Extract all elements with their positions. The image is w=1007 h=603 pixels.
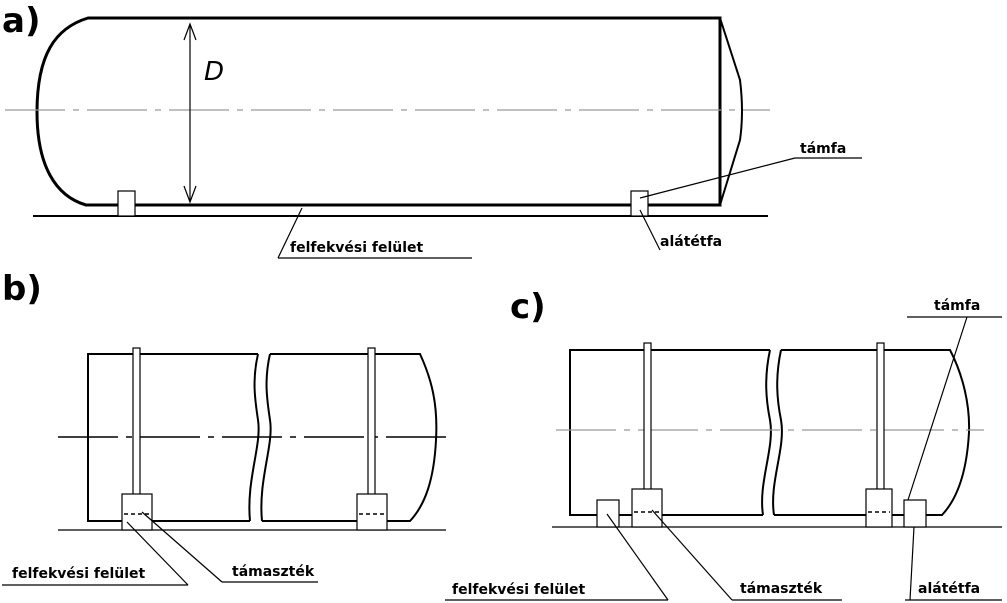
panel-a-support-block-left [117,190,136,217]
panel-b-break-left [248,353,260,522]
panel-c-leader-tamaszek [651,509,733,601]
panel-a-leader-tamfa [639,157,796,199]
panel-a-dimension-arrow-top [183,22,197,41]
panel-a-letter: a) [2,1,40,41]
panel-c-label-tamfa: támfa [934,298,980,314]
panel-a-tank-outline [35,16,722,207]
panel-b-tank-right-segment [262,353,438,522]
panel-b-break-right [260,353,272,522]
panel-a-label-felfekvesi: felfekvési felület [290,240,424,256]
panel-a-leader-felfekvesi [277,207,303,259]
panel-c-wedge-left [596,499,620,528]
panel-c-leader-felfekvesi [606,513,669,601]
panel-a-tank-end-cap [719,17,743,206]
panel-c-support-post-left [643,342,652,494]
panel-b-label-tamaszek: támaszték [232,564,315,580]
panel-b-letter: b) [2,269,42,309]
panel-a-dimension-label: D [204,57,224,87]
panel-b-saddle-left [121,493,153,531]
panel-a-label-alatetfa: alátétfa [660,234,722,250]
panel-c-leader-tamfa [907,316,968,501]
panel-c-tank-right-segment [774,349,971,516]
panel-b: b) felfekvési felület támaszték [2,269,450,586]
panel-a-support-block-right [630,190,649,217]
panel-c-support-post-right [876,342,885,501]
panel-c-tank-left-segment [569,349,770,516]
panel-c-wedge-right [903,499,927,528]
panel-b-leader-felfekvesi [126,521,189,586]
panel-c-label-felfekvesi: felfekvési felület [452,582,586,598]
panel-c-leader-alatetfa [909,526,915,601]
panel-c: c) támfa felfekvési felület tá [445,287,1002,601]
panel-a-label-tamfa: támfa [800,141,846,157]
panel-b-support-post-right [367,347,376,497]
panel-c-letter: c) [510,287,546,327]
panel-c-saddle-right [865,488,893,528]
panel-c-label-alatetfa: alátétfa [918,581,980,597]
panel-a-leader-alatetfa [639,209,661,251]
panel-a: a) D támfa alátétfa felfekvési felület [2,1,862,259]
panel-b-label-felfekvesi: felfekvési felület [12,566,146,582]
panel-b-leader-tamaszek [141,511,223,583]
panel-c-label-tamaszek: támaszték [740,581,823,597]
panel-c-break-right [772,349,783,516]
panel-c-saddle-left [631,488,663,528]
panel-a-dimension-arrow-bottom [183,185,197,204]
panel-b-support-post-left [132,347,141,497]
panel-c-break-left [761,349,772,516]
panel-b-saddle-right [356,493,388,531]
